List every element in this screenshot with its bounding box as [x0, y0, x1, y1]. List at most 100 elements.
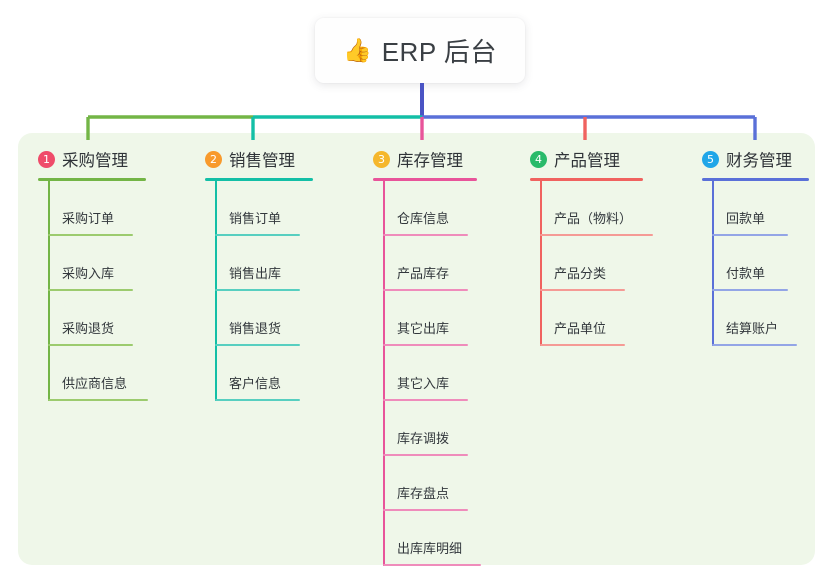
branch-item-rule	[48, 289, 133, 291]
branch-item-label: 库存调拨	[397, 431, 450, 446]
branch-item-label: 供应商信息	[62, 376, 128, 391]
branch-item[interactable]: 销售出库	[205, 236, 313, 291]
branch-item[interactable]: 其它出库	[373, 291, 477, 346]
branch-header-3[interactable]: 3 库存管理	[373, 146, 477, 172]
branch-title: 财务管理	[726, 152, 792, 170]
branch-header-4[interactable]: 4 产品管理	[530, 146, 643, 172]
branch-item[interactable]: 产品库存	[373, 236, 477, 291]
root-title: ERP 后台	[381, 37, 497, 67]
branch-item[interactable]: 销售退货	[205, 291, 313, 346]
branch-number-badge: 3	[373, 150, 390, 168]
branch-spine	[540, 181, 542, 346]
branch-item-rule	[540, 234, 653, 236]
branch-item-rule	[383, 509, 468, 511]
branch-item[interactable]: 采购退货	[38, 291, 146, 346]
branch-item-label: 产品分类	[554, 266, 607, 281]
branch-item[interactable]: 客户信息	[205, 346, 313, 401]
branch-item-rule	[383, 289, 468, 291]
branch-spine	[215, 181, 217, 401]
branch-item-label: 仓库信息	[397, 211, 450, 226]
root-node-content: 👍 ERP 后台	[343, 32, 497, 69]
branch-column-2: 2 销售管理销售订单销售出库销售退货客户信息	[205, 146, 313, 401]
branch-item-rule	[215, 344, 300, 346]
branch-item[interactable]: 产品（物料）	[530, 181, 653, 236]
branch-item-label: 销售订单	[229, 211, 282, 226]
branch-item-rule	[215, 399, 300, 401]
branch-item[interactable]: 结算账户	[702, 291, 809, 346]
branch-item-rule	[383, 454, 468, 456]
branch-item-rule	[712, 234, 788, 236]
branch-title: 库存管理	[397, 152, 463, 170]
branch-header-2[interactable]: 2 销售管理	[205, 146, 313, 172]
branch-item[interactable]: 产品单位	[530, 291, 643, 346]
branch-item-rule	[712, 289, 788, 291]
branch-number-badge: 1	[38, 150, 55, 168]
branch-header-rule	[530, 178, 643, 181]
branch-item-rule	[383, 344, 468, 346]
branch-item[interactable]: 采购订单	[38, 181, 146, 236]
branch-item-label: 结算账户	[726, 321, 779, 336]
branch-item-label: 客户信息	[229, 376, 282, 391]
root-node-card[interactable]: 👍 ERP 后台	[315, 18, 525, 83]
branch-header-rule	[38, 178, 146, 181]
branch-title: 销售管理	[229, 152, 295, 170]
branch-item-label: 其它入库	[397, 376, 450, 391]
branch-item-list: 采购订单采购入库采购退货供应商信息	[38, 181, 148, 401]
branch-spine	[383, 181, 385, 566]
branch-item-list: 回款单付款单结算账户	[702, 181, 809, 346]
branch-header-1[interactable]: 1 采购管理	[38, 146, 146, 172]
branch-item[interactable]: 产品分类	[530, 236, 643, 291]
branch-title: 产品管理	[554, 152, 620, 170]
branch-title: 采购管理	[62, 152, 128, 170]
branch-item-rule	[48, 399, 148, 401]
branch-item-rule	[383, 234, 468, 236]
thumbs-up-icon: 👍	[343, 37, 372, 63]
diagram-panel	[18, 133, 815, 565]
branch-item[interactable]: 销售订单	[205, 181, 313, 236]
branch-item[interactable]: 库存调拨	[373, 401, 477, 456]
branch-item[interactable]: 回款单	[702, 181, 809, 236]
branch-item-rule	[48, 234, 133, 236]
branch-item-rule	[215, 234, 300, 236]
branch-item-label: 销售出库	[229, 266, 282, 281]
branch-spine	[712, 181, 714, 346]
branch-item-rule	[383, 399, 468, 401]
branch-item-rule	[540, 289, 625, 291]
branch-item-label: 其它出库	[397, 321, 450, 336]
branch-spine	[48, 181, 50, 401]
branch-number-badge: 2	[205, 150, 222, 168]
branch-item-list: 销售订单销售出库销售退货客户信息	[205, 181, 313, 401]
branch-item[interactable]: 采购入库	[38, 236, 146, 291]
branch-header-5[interactable]: 5 财务管理	[702, 146, 809, 172]
branch-item[interactable]: 供应商信息	[38, 346, 148, 401]
branch-item[interactable]: 仓库信息	[373, 181, 477, 236]
branch-column-5: 5 财务管理回款单付款单结算账户	[702, 146, 809, 346]
branch-item-rule	[383, 564, 481, 566]
branch-item[interactable]: 出库库明细	[373, 511, 481, 566]
branch-item-label: 库存盘点	[397, 486, 450, 501]
branch-item-label: 出库库明细	[397, 541, 463, 556]
branch-item-label: 回款单	[726, 211, 766, 226]
branch-item-rule	[215, 289, 300, 291]
branch-item-label: 采购退货	[62, 321, 115, 336]
branch-item[interactable]: 库存盘点	[373, 456, 477, 511]
branch-item-rule	[48, 344, 133, 346]
branch-column-4: 4 产品管理产品（物料） 产品分类产品单位	[530, 146, 653, 346]
branch-header-rule	[373, 178, 477, 181]
branch-item-list: 仓库信息产品库存其它出库其它入库库存调拨库存盘点出库库明细	[373, 181, 481, 566]
branch-header-rule	[205, 178, 313, 181]
branch-item-label: 产品单位	[554, 321, 607, 336]
branch-item-label: 产品库存	[397, 266, 450, 281]
branch-number-badge: 4	[530, 150, 547, 168]
branch-item-list: 产品（物料） 产品分类产品单位	[530, 181, 653, 346]
branch-item[interactable]: 其它入库	[373, 346, 477, 401]
branch-number-badge: 5	[702, 150, 719, 168]
branch-column-1: 1 采购管理采购订单采购入库采购退货供应商信息	[38, 146, 148, 401]
branch-item[interactable]: 付款单	[702, 236, 809, 291]
branch-item-label: 销售退货	[229, 321, 282, 336]
branch-column-3: 3 库存管理仓库信息产品库存其它出库其它入库库存调拨库存盘点出库库明细	[373, 146, 481, 566]
branch-item-label: 产品（物料）	[554, 211, 633, 226]
branch-item-label: 采购入库	[62, 266, 115, 281]
branch-item-rule	[540, 344, 625, 346]
